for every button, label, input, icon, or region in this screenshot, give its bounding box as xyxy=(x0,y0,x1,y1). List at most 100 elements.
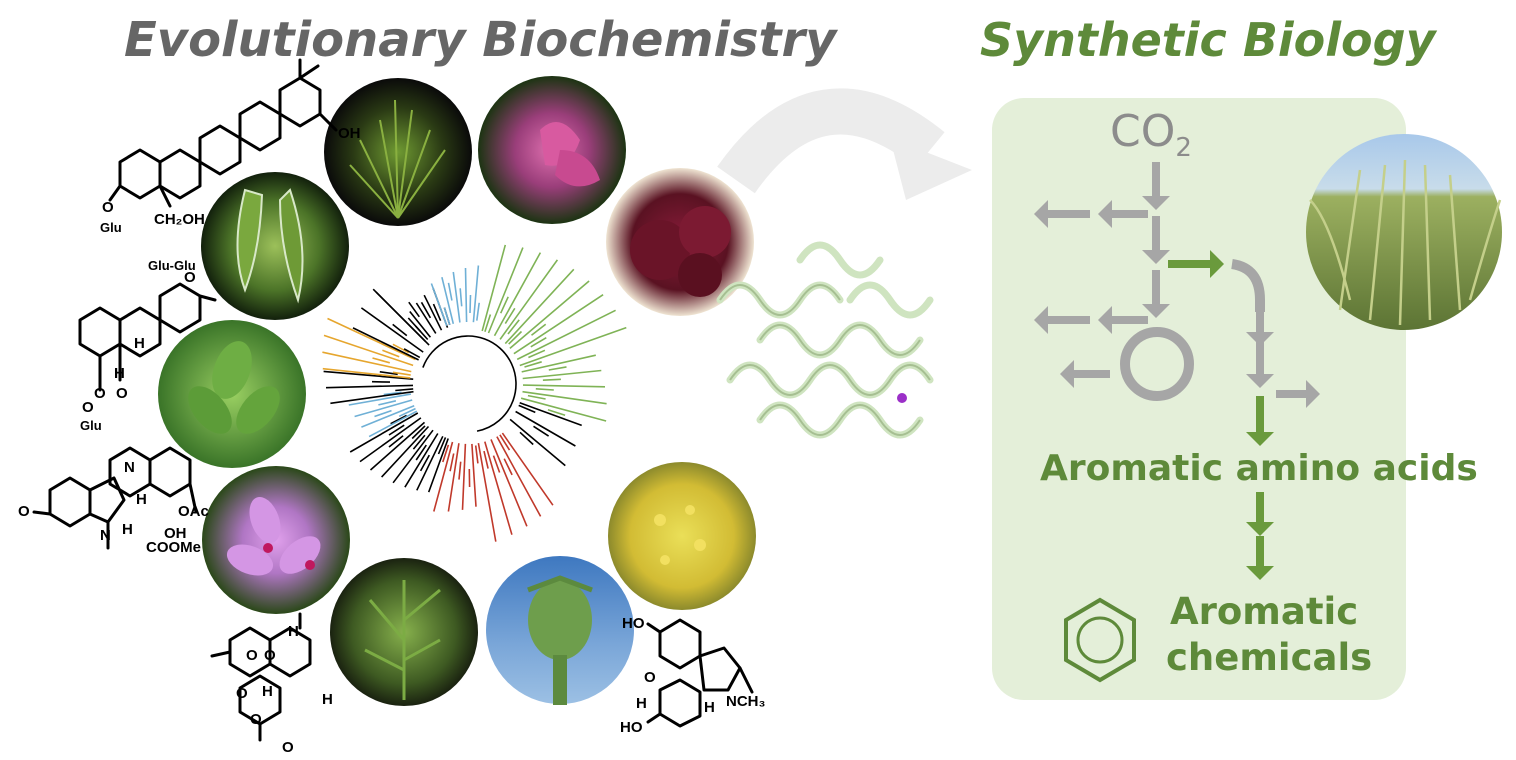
pathway-arrow xyxy=(1246,492,1274,536)
photo-poppy-pod xyxy=(486,556,634,705)
cycle-circle xyxy=(1120,327,1194,401)
chem-mor-ho1: HO xyxy=(622,615,645,632)
tree-branch xyxy=(447,443,460,512)
chem-ester-glu: Glu xyxy=(80,418,102,433)
pathway-arrow xyxy=(1060,360,1110,388)
pathway-arrows xyxy=(1034,162,1320,580)
pathway-arrow xyxy=(1246,396,1274,446)
chem-art-h1: H xyxy=(288,623,299,640)
tree-branch xyxy=(372,288,430,346)
pathway-arrow xyxy=(1246,312,1274,346)
chem-oh-top: OH xyxy=(338,125,361,142)
tree-branch xyxy=(515,410,576,447)
photo-periwinkle-flower xyxy=(202,466,350,614)
co2-label: CO2 xyxy=(1110,106,1192,163)
chem-mor-o: O xyxy=(644,669,656,686)
chem-ch2oh: CH₂OH xyxy=(154,211,205,228)
tree-branch xyxy=(368,407,418,438)
tree-branch xyxy=(369,421,426,471)
left-title: Evolutionary Biochemistry xyxy=(124,12,838,68)
photo-switchgrass-seedling xyxy=(324,78,472,226)
tree-branch xyxy=(433,441,454,512)
tree-branch xyxy=(516,309,616,361)
tree-branch xyxy=(464,267,472,323)
pathway-arrow xyxy=(1142,162,1170,210)
tree-clade xyxy=(322,317,416,379)
tree-clade xyxy=(433,432,554,542)
tree-branch xyxy=(330,388,414,405)
photo-sugarcane-field xyxy=(1306,134,1502,330)
tree-branch xyxy=(423,294,443,331)
tree-branch xyxy=(522,390,607,405)
tree-branch xyxy=(381,425,430,478)
tree-clade xyxy=(481,244,627,422)
tree-clade xyxy=(349,412,449,493)
tree-branch xyxy=(427,437,449,493)
chem-vin-o: O xyxy=(18,503,30,520)
chem-mor-h: H xyxy=(704,699,715,716)
tree-branch xyxy=(496,436,542,517)
tree-branch xyxy=(458,443,467,510)
pathway-arrow xyxy=(1034,306,1090,334)
chem-artemisinin-structure: H O O O H H O O xyxy=(210,612,333,756)
tree-branch xyxy=(474,442,497,542)
chemicals-label-1: Aromatic xyxy=(1170,590,1358,633)
chem-steviol-structure: Glu-Glu O H H O O O Glu xyxy=(78,258,217,433)
chem-mor-nch3: NCH₃ xyxy=(726,693,765,710)
pathway-arrow xyxy=(1034,200,1090,228)
chem-art-o1: O xyxy=(246,647,258,664)
photo-soybean-pods xyxy=(201,172,349,320)
chem-ester-o2: O xyxy=(94,385,106,402)
chem-ester-o1: O xyxy=(116,385,128,402)
photo-sweet-wormwood xyxy=(330,558,478,706)
tree-branch xyxy=(322,367,411,379)
chem-art-o2: O xyxy=(264,647,276,664)
tree-branch xyxy=(323,370,414,380)
tree-branch xyxy=(441,277,455,324)
chem-h-ring2: H xyxy=(114,365,125,382)
benzene-ring-icon xyxy=(1064,597,1136,683)
chem-gluglu-o: O xyxy=(184,269,196,286)
chem-h-ring1: H xyxy=(134,335,145,352)
tree-branch xyxy=(521,354,596,373)
transition-arrow xyxy=(717,88,972,200)
pathway-arrow xyxy=(1246,536,1274,580)
tree-branch xyxy=(360,307,424,353)
tree-branch xyxy=(323,334,414,367)
right-title: Synthetic Biology xyxy=(980,13,1438,67)
chem-vin-coome: COOMe xyxy=(146,539,201,556)
tree-clade xyxy=(375,287,451,343)
tree-branch xyxy=(327,317,416,361)
tree-branch xyxy=(483,441,513,535)
chemicals-label-2: chemicals xyxy=(1166,636,1372,679)
chem-vin-n2: N xyxy=(100,527,111,544)
chem-mor-h2: H xyxy=(636,695,647,712)
phylogenetic-tree xyxy=(322,244,627,542)
chem-vin-h: H xyxy=(136,491,147,508)
tree-clade xyxy=(509,402,582,467)
pathway-arrow xyxy=(1276,380,1320,408)
chem-vin-n1: N xyxy=(124,459,135,476)
tree-branch xyxy=(481,244,507,332)
chem-art-h3: H xyxy=(322,691,333,708)
tree-branch xyxy=(349,412,419,453)
tree-branch xyxy=(416,435,444,491)
tree-branch xyxy=(509,418,566,467)
tree-branch xyxy=(520,397,607,422)
tree-branch xyxy=(325,380,414,389)
chem-art-o4: O xyxy=(250,711,262,728)
tree-clade xyxy=(323,370,414,405)
tree-branch xyxy=(352,327,421,361)
pathway-arrow xyxy=(1098,306,1148,334)
chem-saponin-structure: OH O Glu CH₂OH xyxy=(100,58,361,235)
tree-branch xyxy=(499,432,554,506)
tree-branch xyxy=(359,417,422,463)
tree-branch xyxy=(522,369,602,381)
tree-branch xyxy=(493,252,542,337)
tree-branch xyxy=(490,439,528,527)
tree-branch xyxy=(519,326,627,368)
photo-stevia-leaves xyxy=(158,320,306,468)
tree-branch xyxy=(408,301,432,338)
tree-branch xyxy=(361,404,415,428)
